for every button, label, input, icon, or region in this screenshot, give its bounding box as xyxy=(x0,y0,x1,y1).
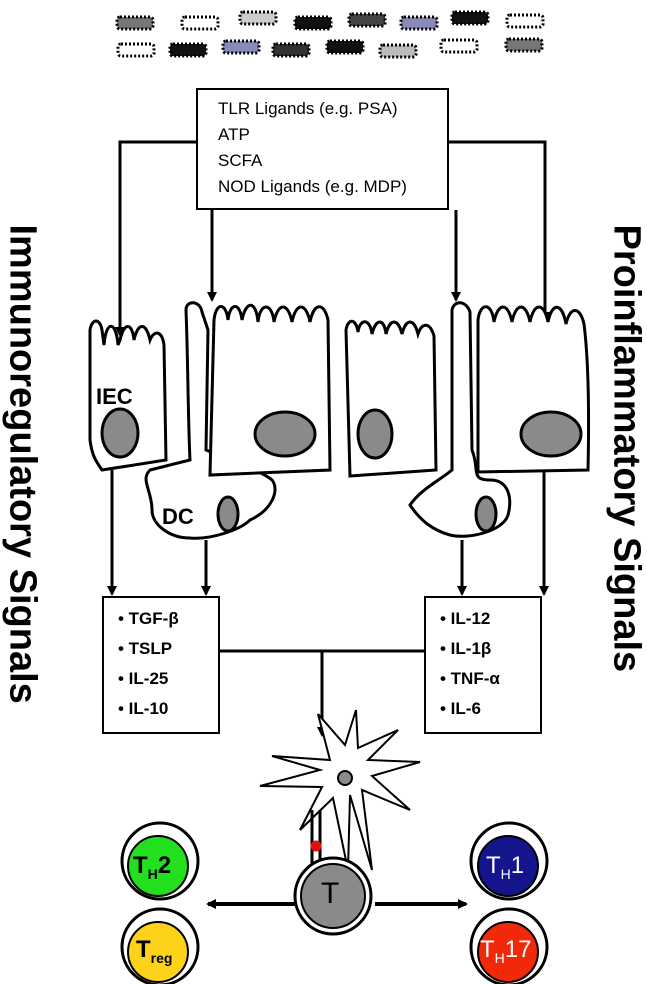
bacterium xyxy=(452,12,488,24)
bacterium xyxy=(118,44,154,56)
nucleus xyxy=(358,410,392,458)
bacterium xyxy=(401,17,437,29)
nucleus xyxy=(218,497,238,531)
tcr-mhc-complex xyxy=(312,810,320,866)
t-cell-label: T xyxy=(321,877,339,911)
nucleus xyxy=(476,497,496,531)
ligand-item: SCFA xyxy=(218,148,447,174)
nucleus xyxy=(255,412,315,456)
bacterium xyxy=(507,15,543,27)
iec-label: IEC xyxy=(96,384,133,410)
bacterium xyxy=(380,45,416,57)
dc-label: DC xyxy=(162,504,194,530)
bacterium xyxy=(170,44,206,56)
proinflammatory-signals-label: Proinflammatory Signals xyxy=(605,225,647,655)
cytokine-item: • IL-1β xyxy=(440,634,540,664)
bacterium xyxy=(240,12,276,24)
bacterium xyxy=(349,14,385,26)
th1-label: TH1 xyxy=(486,852,524,882)
bacterium xyxy=(273,44,309,56)
immunoregulatory-signals-label: Immunoregulatory Signals xyxy=(1,225,44,655)
bacteria-group xyxy=(117,12,543,57)
iec-cell-center-right xyxy=(346,321,436,476)
cytokine-item: • TGF-β xyxy=(118,604,218,634)
cytokine-item: • TSLP xyxy=(118,634,218,664)
proinflammatory-cytokines-box: • IL-12 • IL-1β • TNF-α • IL-6 xyxy=(424,596,542,734)
bacterium xyxy=(441,40,477,52)
ligand-item: TLR Ligands (e.g. PSA) xyxy=(218,96,447,122)
cytokine-item: • IL-25 xyxy=(118,664,218,694)
dendritic-cell xyxy=(260,710,420,870)
cytokine-item: • IL-12 xyxy=(440,604,540,634)
bacterium xyxy=(506,39,542,51)
bacterium xyxy=(117,17,153,29)
th17-label: TH17 xyxy=(480,936,532,966)
bacterium xyxy=(182,17,218,29)
nucleus xyxy=(102,409,138,457)
bacterium xyxy=(295,17,331,29)
cytokine-item: • TNF-α xyxy=(440,664,540,694)
treg-label: Treg xyxy=(136,936,172,966)
nucleus xyxy=(521,412,581,456)
immunoregulatory-cytokines-box: • TGF-β • TSLP • IL-25 • IL-10 xyxy=(102,596,220,734)
dc-nucleus xyxy=(338,771,352,785)
ligand-item: ATP xyxy=(218,122,447,148)
ligand-box: TLR Ligands (e.g. PSA) ATP SCFA NOD Liga… xyxy=(196,88,449,210)
cytokine-item: • IL-6 xyxy=(440,694,540,724)
epithelium xyxy=(90,303,589,539)
th2-label: TH2 xyxy=(133,852,171,882)
bacterium xyxy=(327,41,363,53)
ligand-item: NOD Ligands (e.g. MDP) xyxy=(218,174,447,200)
cytokine-item: • IL-10 xyxy=(118,694,218,724)
bacterium xyxy=(223,41,259,53)
